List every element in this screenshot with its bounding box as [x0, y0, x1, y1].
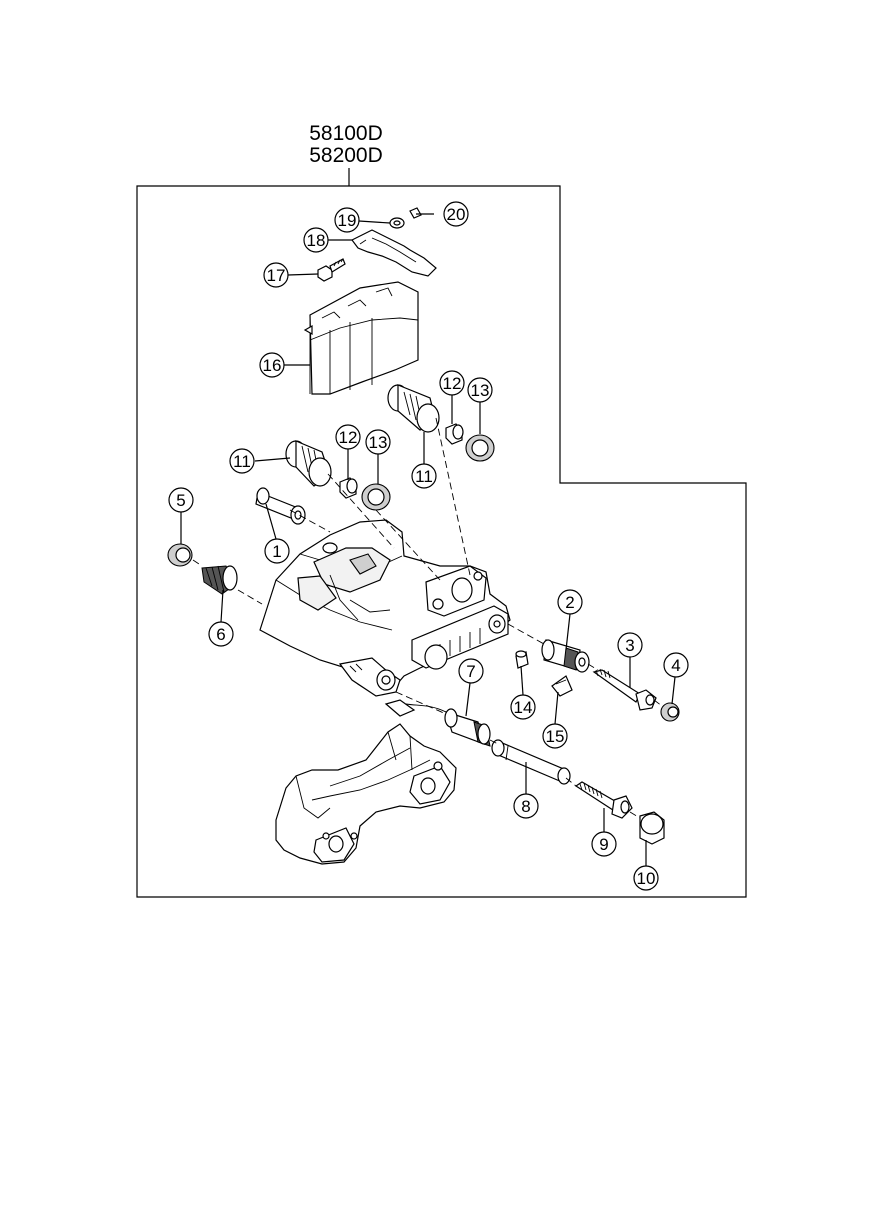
part-15-bleeder-cap — [551, 675, 573, 697]
part-7-wear-sensor — [384, 699, 491, 747]
callout-11-right-label: 11 — [415, 467, 433, 486]
caliper-housing — [259, 519, 511, 697]
caliper-carrier-bracket — [275, 723, 457, 865]
part-20-clip — [409, 207, 422, 219]
callout-10-label: 10 — [637, 869, 656, 888]
callout-6: 6 — [208, 621, 234, 647]
assembly-centerlines — [192, 417, 663, 819]
callout-5-label: 5 — [176, 491, 185, 510]
callout-11-right: 11 — [411, 463, 437, 489]
callout-11-left-label: 11 — [233, 452, 251, 471]
callout-15-label: 15 — [546, 727, 565, 746]
callout-16: 16 — [259, 352, 285, 378]
callout-19: 19 — [334, 207, 360, 233]
part-14-bleeder — [515, 650, 529, 669]
part-12-bushing-right — [445, 423, 464, 445]
callout-19-label: 19 — [338, 211, 357, 230]
callout-13-right: 13 — [467, 377, 493, 403]
callout-1: 1 — [264, 538, 290, 564]
callout-3: 3 — [617, 632, 643, 658]
assembly-number-1: 58100D — [309, 122, 383, 145]
callout-13-left-label: 13 — [369, 433, 388, 452]
callout-5: 5 — [168, 487, 194, 513]
callout-2-label: 2 — [565, 593, 574, 612]
callout-14: 14 — [510, 694, 536, 720]
assembly-boundary-frame — [136, 185, 747, 898]
callout-12-left-label: 12 — [339, 428, 358, 447]
part-18-retainer-plate — [351, 229, 437, 277]
callout-7: 7 — [458, 658, 484, 684]
callout-14-label: 14 — [514, 698, 533, 717]
callout-4-label: 4 — [671, 656, 680, 675]
callout-1-label: 1 — [272, 542, 281, 561]
callout-20: 20 — [443, 201, 469, 227]
part-5-cap — [167, 543, 193, 567]
part-13-seal-right — [465, 434, 495, 462]
part-8-guide-pin — [491, 739, 571, 785]
part-3-guide-bolt — [592, 668, 657, 711]
part-11-piston-boot-left — [285, 440, 332, 487]
part-10-cap — [639, 811, 665, 845]
callout-9-label: 9 — [599, 835, 608, 854]
callout-17-label: 17 — [267, 266, 286, 285]
callout-6-label: 6 — [216, 625, 225, 644]
callout-9: 9 — [591, 831, 617, 857]
assembly-number-2: 58200D — [309, 144, 383, 167]
callout-11-left: 11 — [229, 448, 255, 474]
part-12-bushing-left — [339, 477, 358, 499]
part-17-bolt — [317, 258, 346, 282]
callout-18-label: 18 — [307, 231, 326, 250]
callout-4: 4 — [663, 652, 689, 678]
callout-16-label: 16 — [263, 356, 282, 375]
callout-3-label: 3 — [625, 636, 634, 655]
part-9-bolt — [574, 781, 633, 819]
callout-13-left: 13 — [365, 429, 391, 455]
callout-12-left: 12 — [335, 424, 361, 450]
callout-17: 17 — [263, 262, 289, 288]
part-2-guide-bushing — [541, 639, 590, 673]
part-6-dust-boot — [201, 565, 238, 595]
callout-12-right: 12 — [439, 370, 465, 396]
callout-13-right-label: 13 — [471, 381, 490, 400]
part-11-piston-boot-right — [387, 384, 440, 433]
callout-2: 2 — [557, 589, 583, 615]
callout-15: 15 — [542, 723, 568, 749]
part-16-brake-pad-set — [303, 281, 419, 395]
part-19-washer — [389, 217, 405, 229]
part-1-sleeve — [255, 487, 306, 525]
callout-leader-lines — [180, 213, 676, 866]
callout-10: 10 — [633, 865, 659, 891]
callout-8: 8 — [513, 793, 539, 819]
callout-18: 18 — [303, 227, 329, 253]
callout-12-right-label: 12 — [443, 374, 462, 393]
part-13-seal-left — [361, 483, 391, 511]
callout-20-label: 20 — [447, 205, 466, 224]
part-4-cap — [660, 702, 680, 722]
callout-8-label: 8 — [521, 797, 530, 816]
callout-7-label: 7 — [466, 662, 475, 681]
